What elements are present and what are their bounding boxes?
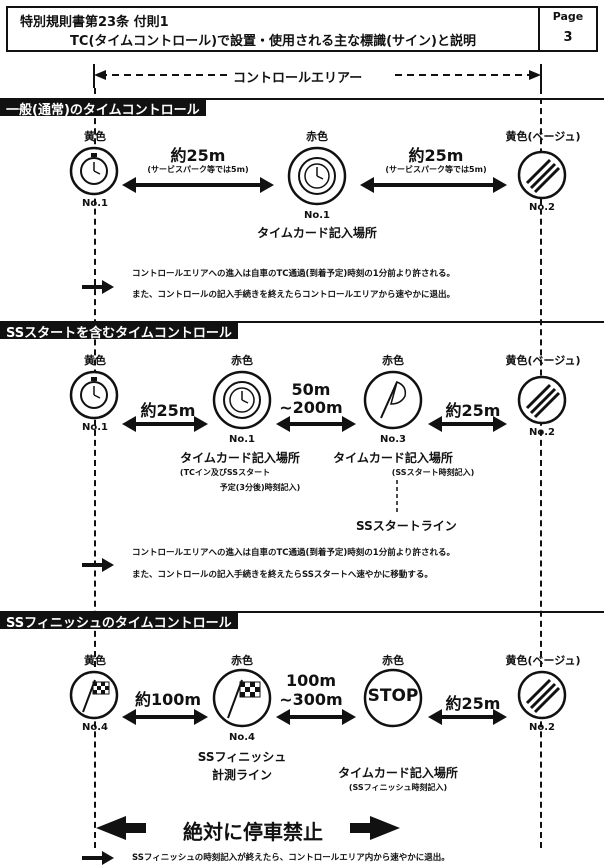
page-number: 3 — [563, 30, 573, 45]
s1-dist1-sub: (サービスパーク等では5m) — [147, 165, 249, 174]
s2-sign3-no: No.3 — [380, 434, 406, 445]
s3-sign2-no: No.4 — [229, 732, 255, 743]
s3-red-checkered-flag-sign — [212, 668, 272, 728]
section2-title: SSスタートを含むタイムコントロール — [0, 321, 238, 341]
s2-dist1: 約25m — [140, 401, 196, 420]
s3-sign3-color: 赤色 — [382, 654, 404, 667]
s1-dist2: 約25m — [408, 146, 464, 165]
area-start-line — [94, 88, 96, 848]
section1-title: 一般(通常)のタイムコントロール — [0, 98, 206, 118]
s1-sign1-no: No.1 — [82, 198, 108, 209]
s3-no-stop-text: 絶対に停車禁止 — [183, 820, 323, 844]
s2-sign4-no: No.2 — [529, 427, 555, 438]
header-title-box: 特別規則書第23条 付則1 TC(タイムコントロール)で設置・使用される主な標識… — [8, 8, 540, 50]
section3-title: SSフィニッシュのタイムコントロール — [0, 611, 238, 631]
s3-note1: SSフィニッシュの時刻記入が終えたら、コントロールエリア内から速やかに退出。 — [132, 853, 450, 863]
page-label: Page — [552, 10, 584, 23]
s1-sign1-color: 黄色 — [84, 130, 106, 143]
s1-sign2-caption: タイムカード記入場所 — [257, 226, 377, 240]
document-header: 特別規則書第23条 付則1 TC(タイムコントロール)で設置・使用される主な標識… — [6, 6, 598, 52]
s1-sign3-color: 黄色(ベージュ) — [505, 130, 581, 143]
s2-sign3-sub: (SSスタート時刻記入) — [391, 468, 475, 477]
s2-sign2-sub1: (TCイン及びSSスタート — [179, 468, 271, 477]
s1-end-control-sign — [517, 150, 567, 200]
s1-yellow-clock-sign — [69, 146, 119, 196]
s3-stop-sign — [363, 668, 423, 728]
s2-dist2b: ~200m — [279, 398, 343, 417]
s1-red-clock-sign — [287, 146, 347, 206]
s3-sign4-no: No.2 — [529, 722, 555, 733]
s3-sign3-sub: (SSフィニッシュ時刻記入) — [348, 783, 448, 792]
s2-sign2-sub2: 予定(3分後)時刻記入) — [219, 483, 301, 492]
s2-sign2-no: No.1 — [229, 434, 255, 445]
s3-dist2b: ~300m — [279, 690, 343, 709]
section1-rule — [0, 98, 604, 100]
control-area-label: コントロールエリアー — [233, 71, 363, 86]
s2-sign4-color: 黄色(ベージュ) — [505, 354, 581, 367]
s2-sign2-caption: タイムカード記入場所 — [180, 451, 300, 465]
s3-checkered-flag-sign — [69, 670, 119, 720]
section3-rule — [0, 611, 604, 613]
s2-ss-start-line: SSスタートライン — [356, 519, 457, 533]
s3-sign4-color: 黄色(ベージュ) — [505, 654, 581, 667]
s2-end-control-sign — [517, 375, 567, 425]
s1-note1: コントロールエリアへの進入は自車のTC通過(到着予定)時刻の1分前より許される。 — [132, 269, 456, 279]
section2-rule — [0, 321, 604, 323]
s2-sign1-no: No.1 — [82, 422, 108, 433]
s3-sign2-caption1: SSフィニッシュ — [197, 750, 287, 764]
s3-dist1: 約100m — [134, 690, 202, 709]
s3-end-control-sign — [517, 670, 567, 720]
header-article: 特別規則書第23条 付則1 — [20, 15, 169, 30]
s2-red-clock-sign — [212, 370, 272, 430]
s3-sign1-color: 黄色 — [84, 654, 106, 667]
s1-sign3-no: No.2 — [529, 202, 555, 213]
s3-dist2a: 100m — [285, 671, 337, 690]
s2-dist2a: 50m — [291, 380, 331, 399]
s2-dist3: 約25m — [445, 401, 501, 420]
s2-sign2-color: 赤色 — [231, 354, 253, 367]
s3-sign1-no: No.4 — [82, 722, 108, 733]
s1-note2: また、コントロールの記入手続きを終えたらコントロールエリアから速やかに退出。 — [132, 290, 456, 300]
s2-note2: また、コントロールの記入手続きを終えたらSSスタートへ速やかに移動する。 — [132, 570, 433, 580]
s2-sign1-color: 黄色 — [84, 354, 106, 367]
s2-sign3-caption: タイムカード記入場所 — [333, 451, 453, 465]
s3-stop-text: STOP — [367, 686, 419, 706]
s3-sign2-caption2: 計測ライン — [211, 768, 272, 782]
s2-sign3-color: 赤色 — [382, 354, 404, 367]
s1-dist2-sub: (サービスパーク等では5m) — [385, 165, 487, 174]
s2-yellow-clock-sign — [69, 370, 119, 420]
area-end-line — [540, 88, 542, 848]
s1-sign2-no: No.1 — [304, 210, 330, 221]
header-title: TC(タイムコントロール)で設置・使用される主な標識(サイン)と説明 — [70, 34, 476, 49]
s3-sign2-color: 赤色 — [231, 654, 253, 667]
s1-sign2-color: 赤色 — [306, 130, 328, 143]
s3-sign3-caption: タイムカード記入場所 — [338, 766, 458, 780]
s3-dist3: 約25m — [445, 694, 501, 713]
s2-ss-start-flag-sign — [363, 370, 423, 430]
s1-dist1: 約25m — [170, 146, 226, 165]
s2-note1: コントロールエリアへの進入は自車のTC通過(到着予定)時刻の1分前より許される。 — [132, 548, 456, 558]
